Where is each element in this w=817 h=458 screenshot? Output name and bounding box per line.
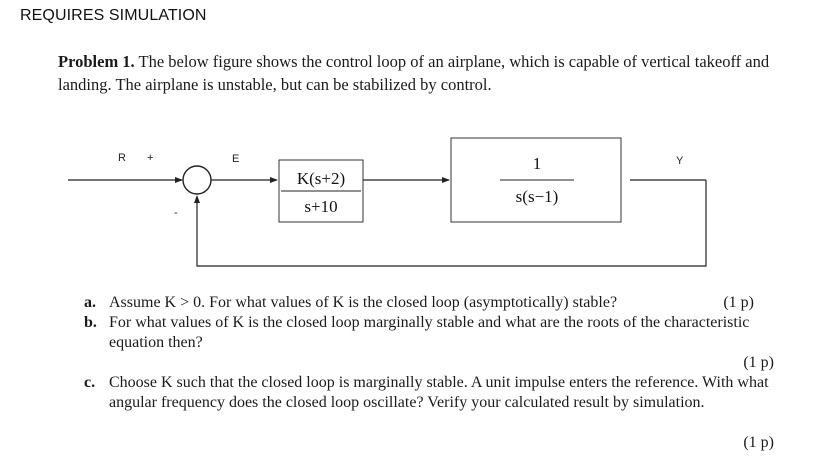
signal-r-label: R [118,152,126,164]
problem-statement: Problem 1. The below figure shows the co… [58,50,778,96]
question-c: c. Choose K such that the closed loop is… [84,373,784,453]
problem-text: The below figure shows the control loop … [58,52,770,94]
question-a: a. Assume K > 0. For what values of K is… [84,293,784,313]
plant-numerator: 1 [533,154,542,173]
question-text: Choose K such that the closed loop is ma… [109,374,769,411]
plant-denominator: s(s−1) [516,187,559,206]
problem-label: Problem 1. [58,52,135,71]
signal-e-label: E [232,153,239,165]
minus-sign: - [174,207,178,219]
signal-y-label: Y [676,155,684,167]
question-points: (1 p) [723,294,754,311]
question-letter: c. [84,374,96,391]
feedback-path [194,180,707,267]
controller-numerator: K(s+2) [297,169,345,188]
controller-denominator: s+10 [304,197,337,216]
question-points: (1 p) [743,434,774,451]
plant-block [450,137,622,223]
question-text: For what values of K is the closed loop … [109,314,750,351]
summing-junction [182,165,212,195]
question-b: b. For what values of K is the closed lo… [84,313,784,373]
block-diagram: R + E - Y K(s+2) s+10 1 s(s−1) [68,137,707,267]
question-text: Assume K > 0. For what values of K is th… [109,294,618,311]
requires-simulation-header: REQUIRES SIMULATION [20,7,207,24]
question-points: (1 p) [743,354,774,371]
controller-block [278,159,364,223]
questions-list: a. Assume K > 0. For what values of K is… [84,293,784,453]
plus-sign: + [147,152,153,164]
question-letter: b. [84,314,97,331]
question-letter: a. [84,294,96,311]
